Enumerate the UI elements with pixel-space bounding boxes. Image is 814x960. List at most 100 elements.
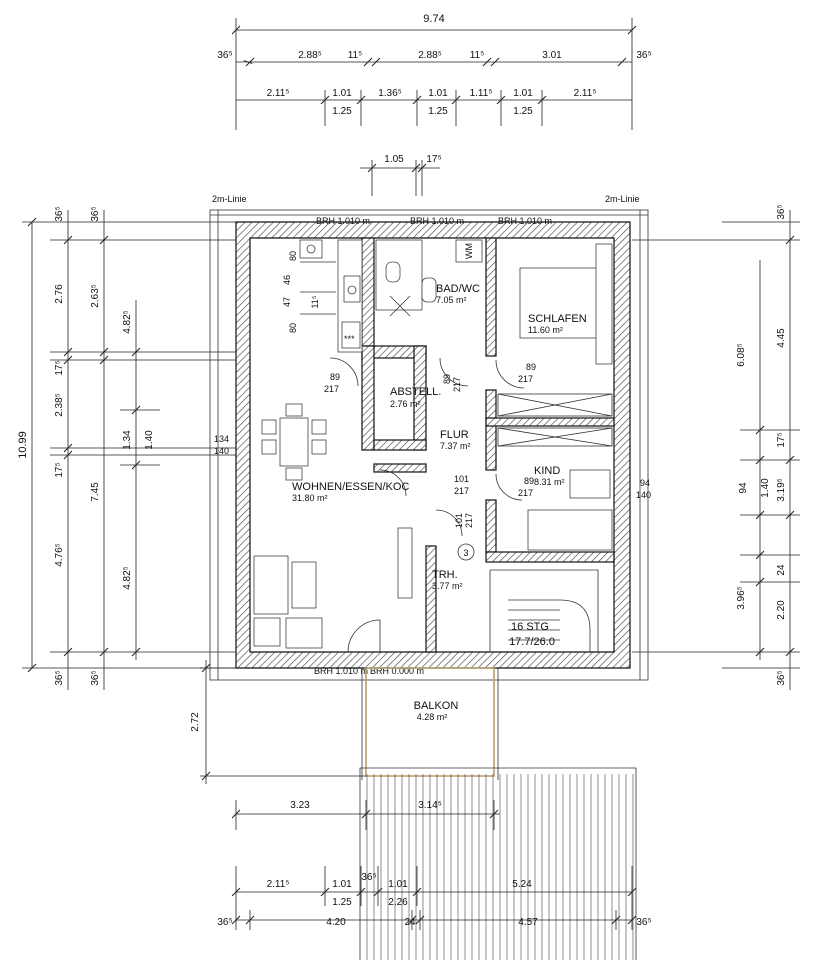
dim-dormer-1: 17⁵ [426, 154, 441, 165]
bottom-dimensions: 3.23 3.14⁵ 2.11⁵ 1.01 36⁵ 1.01 5.24 1.25… [217, 800, 652, 930]
dim-top-r2-3: 1.01 [428, 88, 448, 99]
dim-top-r1-2: 11⁵ [348, 50, 363, 61]
armchair [253, 617, 281, 647]
kitchen-hob: *** [344, 334, 355, 344]
brh-top-1: BRH 1.010 m [316, 216, 370, 226]
dim-dormer-0: 1.05 [384, 154, 404, 165]
room-name-wohnen: WOHNEN/ESSEN/KOC [292, 481, 409, 493]
balcony: BALKON 4.28 m² 2.72 [190, 660, 499, 784]
door-abst-bottom: 217 [324, 384, 339, 394]
brh-top-3: BRH 1.010 m [498, 216, 552, 226]
room-labels: BAD/WC 7.05 m² SCHLAFEN 11.60 m² ABSTELL… [292, 283, 587, 591]
dim-right-c1-1: 6.08⁵ [736, 343, 747, 367]
door-swings [329, 357, 525, 537]
walls [235, 221, 631, 669]
dim-right-c3-0: 3.19⁵ [776, 478, 787, 502]
door-bad-top: 89 [442, 374, 452, 384]
dim-left-c4-0: 4.82⁵ [122, 310, 133, 334]
single-bed [527, 509, 613, 551]
desk [569, 469, 611, 499]
dim-top-r1-5: 3.01 [542, 50, 562, 61]
door-bad-bottom: 217 [452, 377, 462, 392]
dim-right-c1-2: 1.40 [760, 478, 771, 498]
dim-left-c2-2: 17⁵ [54, 360, 65, 375]
dim-left-c1-1: 2.38⁵ [54, 393, 65, 417]
dim-right-c1-0: 36⁵ [776, 204, 787, 219]
roof-outline: 2m-Linie 2m-Linie [209, 194, 649, 681]
stairs-steps: 16 STG [511, 621, 549, 633]
dim-bottom-r4-1: 4.20 [326, 917, 346, 928]
dim-left-c1-2: 17⁵ [54, 462, 65, 477]
dim-bottom-r2-3: 1.01 [388, 879, 408, 890]
door-abst-top: 89 [330, 372, 340, 382]
room-area-balkon: 4.28 m² [417, 712, 448, 722]
window-right-bottom: 140 [636, 490, 651, 500]
dim-top-r2-2: 1.36⁵ [378, 88, 402, 99]
brh-bottom-2: BRH 0.000 m [370, 666, 424, 676]
top-dimensions: 9.74 36⁵ 2.88⁵ 11⁵ 2.88⁵ 11⁵ 3.01 36⁵ 2.… [217, 13, 652, 196]
dim-top-r1-3: 2.88⁵ [418, 50, 442, 61]
dim-right-c3-1: 24 [776, 564, 787, 576]
dim-overall-depth: 10.99 [17, 431, 29, 459]
room-area-wohnen: 31.80 m² [292, 493, 328, 503]
window-left-bottom: 140 [214, 446, 229, 456]
washing-machine [455, 239, 483, 263]
dim-top-r2-5: 1.01 [513, 88, 533, 99]
room-name-trh: TRH. [432, 569, 458, 581]
dim-top-r1-1: 2.88⁵ [298, 50, 322, 61]
dim-right-c2-0: 4.45 [776, 328, 787, 348]
dim-top-r3-0: 1.25 [332, 106, 352, 117]
room-name-abstell: ABSTELL. [390, 386, 441, 398]
kitchen-dim-115: 11⁵ [310, 295, 320, 308]
double-bed [519, 267, 611, 339]
dim-right-c2-1: 17⁵ [776, 432, 787, 447]
dim-right-c2-3: 2.20 [776, 600, 787, 620]
balcony-outline [365, 667, 495, 777]
dim-bottom-r2-2: 36⁵ [361, 872, 376, 883]
dim-left-c2-4: 36⁵ [90, 670, 101, 685]
dim-bottom-r1-1: 3.14⁵ [418, 800, 442, 811]
dim-top-r3-1: 1.25 [428, 106, 448, 117]
left-dimensions: 10.99 36⁵ 2.38 [17, 206, 236, 690]
dim-left-c3-0: 2.63⁵ [90, 284, 101, 308]
dim-balcony-depth: 2.72 [190, 712, 201, 732]
window-left-top: 134 [214, 434, 229, 444]
dim-left-c1-4: 36⁵ [54, 670, 65, 685]
dim-right-c1-3: 3.96⁵ [736, 586, 747, 610]
dim-bottom-r4-0: 36⁵ [217, 917, 232, 928]
dim-top-r1-4: 11⁵ [470, 50, 485, 61]
dim-top-r2-4: 1.11⁵ [470, 88, 493, 99]
room-name-balkon: BALKON [414, 700, 459, 712]
dim-left-c1-3: 7.45 [90, 482, 101, 502]
kitchen-dim-46: 46 [282, 275, 292, 285]
dim-bottom-r2-4: 5.24 [512, 879, 532, 890]
door-kind-top: 89 [524, 476, 534, 486]
door-wohnen-top: 101 [454, 474, 469, 484]
dim-left-c3-1: 1.34 [122, 430, 133, 450]
room-area-kind: 8.31 m² [534, 477, 565, 487]
dim-overall-width: 9.74 [423, 13, 444, 25]
dim-bottom-r2-1: 1.01 [332, 879, 352, 890]
brh-bottom-1: BRH 1.010 m [314, 666, 368, 676]
room-area-bad: 7.05 m² [436, 295, 467, 305]
door-schlafen-top: 89 [526, 362, 536, 372]
room-area-flur: 7.37 m² [440, 441, 471, 451]
dim-bottom-r3-0: 1.25 [332, 897, 352, 908]
dim-bottom-r1-0: 3.23 [290, 800, 310, 811]
brh-top-2: BRH 1.010 m [410, 216, 464, 226]
dim-left-c1-0: 36⁵ [54, 206, 65, 221]
dim-top-r2-1: 1.01 [332, 88, 352, 99]
deck-outline [359, 767, 637, 960]
dim-top-r2-0: 2.11⁵ [267, 88, 290, 99]
dim-top-r1-0: 36⁵ [217, 50, 232, 61]
dim-bottom-r4-2: 24 [404, 917, 416, 928]
dim-bottom-r3-1: 2.26 [388, 897, 408, 908]
dim-left-c4-2: 4.82⁵ [122, 566, 133, 590]
two-m-line-left: 2m-Linie [212, 194, 247, 204]
fixtures: *** 80 46 47 80 11⁵ WM [253, 239, 613, 653]
dim-left-c4-1: 1.40 [144, 430, 155, 450]
right-dimensions: 36⁵ 6.08⁵ 1.40 3.96⁵ 36⁵ 4.45 17⁵ 94 2.2… [632, 204, 800, 690]
door-schlafen-bottom: 217 [518, 374, 533, 384]
room-name-kind: KIND [534, 465, 560, 477]
